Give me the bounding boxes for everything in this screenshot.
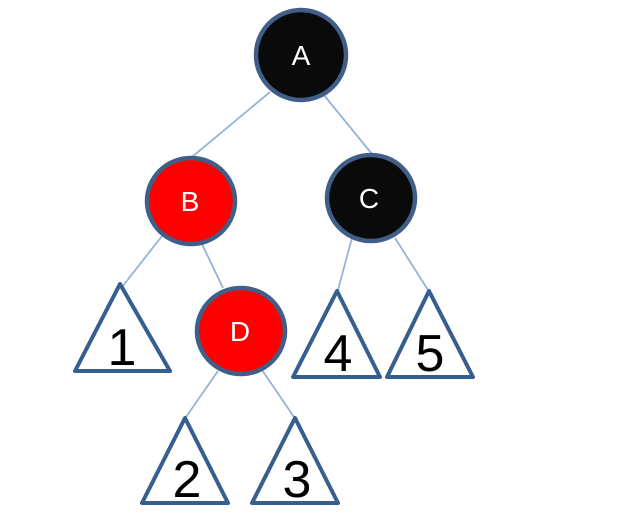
leaf-triangle-4 [291, 289, 382, 379]
node-b-label: B [181, 186, 200, 217]
node-b [144, 155, 238, 247]
leaf-triangle-2 [140, 416, 230, 505]
edge-a-c [322, 93, 373, 155]
edge-b-leaf1 [121, 235, 163, 288]
edge-d-leaf3 [261, 369, 295, 418]
leaf-2-label: 2 [173, 451, 202, 509]
node-a-label: A [292, 40, 311, 71]
edge-c-leaf5 [394, 237, 429, 291]
node-d [194, 285, 288, 377]
leaf-4-label: 4 [324, 325, 353, 383]
leaf-5-label: 5 [416, 325, 445, 383]
node-c-label: C [359, 183, 379, 214]
leaf-triangle-5 [385, 289, 475, 379]
node-d-label: D [230, 316, 250, 347]
leaf-triangle-1 [73, 282, 172, 373]
leaf-1-label: 1 [108, 319, 137, 377]
node-c [324, 152, 418, 244]
edge-a-b [191, 91, 271, 158]
edge-b-d [200, 241, 224, 289]
edge-c-leaf4 [337, 237, 353, 291]
leaf-triangle-3 [250, 416, 340, 505]
node-a [253, 7, 349, 103]
edge-d-leaf2 [185, 370, 219, 418]
leaf-3-label: 3 [283, 451, 312, 509]
